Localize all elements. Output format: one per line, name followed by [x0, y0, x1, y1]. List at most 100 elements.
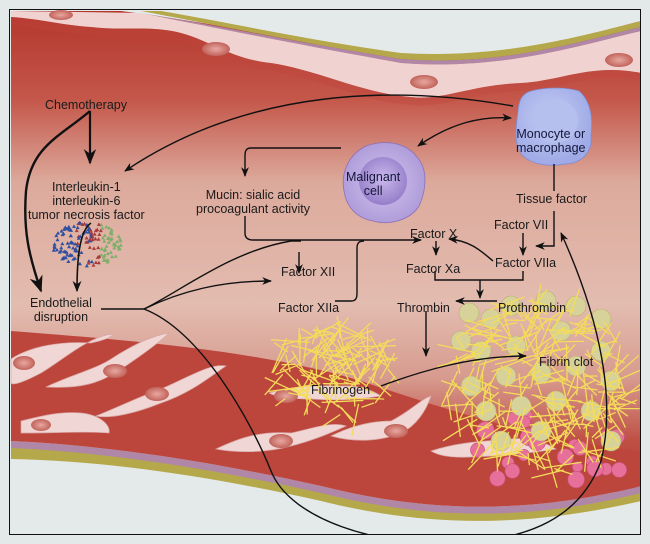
cytokine-particle: [87, 238, 92, 243]
fibrin-strand: [586, 349, 593, 362]
fibrin-strand: [333, 353, 363, 370]
fibrin-strand: [340, 322, 372, 352]
fibrin-strand: [305, 379, 312, 399]
fibrin-strand: [368, 376, 392, 397]
fibrin-strand: [520, 308, 535, 324]
fibrin-strand: [332, 393, 346, 404]
red-cell-fragment: [504, 463, 521, 479]
cytokine-particle: [118, 243, 123, 247]
fibrin-strand: [537, 431, 569, 447]
cytokine-particle: [102, 253, 107, 257]
fibrin-strand: [610, 417, 624, 436]
fibrin-strand: [552, 397, 582, 403]
cytokine-particle: [95, 255, 100, 259]
label-factor-vii: Factor VII: [494, 218, 549, 232]
fibrin-strand: [494, 412, 502, 428]
diagram-frame: Chemotherapy Interleukin-1 interleukin-6…: [9, 9, 641, 535]
fibrin-strand: [351, 403, 360, 436]
cytokine-particle: [59, 229, 64, 233]
fibrin-strand: [544, 418, 559, 445]
cytokine-particle: [69, 228, 74, 232]
label-mucin-line1: Mucin: sialic acid: [205, 188, 301, 202]
label-fibrin-clot: Fibrin clot: [539, 355, 594, 369]
cytokine-particle: [86, 259, 91, 263]
monocyte-macrophage: [515, 87, 593, 166]
fibrin-strand: [489, 303, 528, 308]
cytokine-particle: [55, 237, 60, 242]
cytokine-particle: [99, 246, 104, 251]
fibrin-strand: [546, 361, 566, 383]
pathway-arrows: [24, 94, 608, 534]
platelet: [458, 302, 480, 324]
cytokine-particle: [106, 240, 111, 244]
fibrin-strand: [603, 321, 618, 344]
label-monocyte-or: Monocyte or: [516, 127, 586, 141]
fibrin-strand: [528, 306, 541, 338]
fibrin-strand: [511, 421, 520, 449]
fibrin-strand: [466, 343, 492, 348]
fibrin-strand: [603, 351, 625, 364]
cytokine-particle: [118, 238, 123, 243]
fibrin-strand: [564, 408, 579, 434]
fibrin-strand: [360, 386, 375, 395]
fibrin-strand: [313, 326, 331, 336]
fibrin-strand: [507, 434, 516, 466]
label-malignant-cell: Malignant cell: [346, 170, 400, 198]
fibrin-strand: [291, 350, 305, 372]
fibrin-strand: [556, 344, 576, 366]
cytokine-particle: [60, 241, 65, 246]
fibrin-strand: [362, 356, 376, 373]
fibrin-strand: [355, 377, 367, 387]
fibrin-strand: [275, 362, 303, 376]
cytokine-particle: [74, 228, 79, 233]
cytokine-particle: [52, 244, 57, 248]
subendothelial-tissue: [11, 331, 640, 507]
fibrin-strand: [490, 449, 524, 457]
fibrin-strand: [312, 362, 338, 381]
fibrin-strand: [495, 432, 499, 472]
fibrin-strand: [565, 405, 577, 416]
cytokine-particle: [113, 254, 118, 258]
cytokine-particle: [96, 245, 101, 250]
cytokine-particle: [104, 244, 109, 248]
cytokine-particle: [79, 250, 84, 254]
fibrin-strand: [533, 394, 559, 409]
cytokine-particle: [93, 260, 98, 264]
fibrin-strand: [537, 319, 552, 353]
fibrin-strand: [328, 375, 351, 401]
vessel-wall-top: [121, 11, 640, 58]
cytokine-particle: [75, 225, 80, 230]
fibrin-strand: [565, 343, 568, 382]
cytokine-particle: [52, 242, 57, 246]
fibrin-strand: [543, 376, 563, 384]
fibrin-strand: [500, 305, 513, 342]
malignant-cell: [342, 142, 426, 223]
fibrin-strand: [336, 369, 356, 376]
fibrin-strand: [569, 367, 598, 396]
fibrin-strand: [581, 422, 594, 428]
fibrin-strand: [493, 421, 517, 439]
cytokine-particle: [89, 235, 94, 239]
cytokine-particle: [96, 237, 101, 241]
fibrin-strand: [535, 455, 551, 462]
fibrin-strand: [524, 289, 548, 321]
cytokine-particle: [63, 225, 68, 229]
cytokine-particle: [96, 222, 101, 226]
fibrin-strand: [582, 370, 590, 413]
fibrin-strand: [614, 344, 621, 375]
fibrin-strand: [532, 371, 543, 396]
fibrin-strand: [461, 367, 475, 393]
fibrin-strand: [361, 402, 375, 408]
label-chemotherapy: Chemotherapy: [45, 98, 127, 112]
fibrin-strand: [451, 379, 480, 412]
fibrin-strand: [607, 392, 614, 409]
cytokine-particle: [59, 245, 64, 250]
label-disruption: disruption: [33, 310, 89, 324]
fibrin-strand: [353, 387, 356, 407]
fibrin-strand: [475, 366, 480, 379]
fibrin-strand: [580, 379, 597, 388]
fibrin-strand: [539, 430, 574, 448]
platelet: [545, 390, 567, 412]
fibrin-strand: [299, 333, 301, 367]
fibrin-strand: [309, 369, 330, 404]
